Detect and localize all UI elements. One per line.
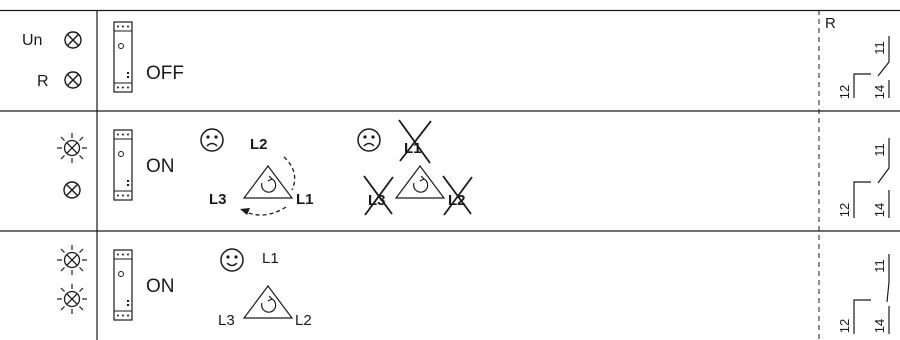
rotation-triangle-icon <box>242 285 294 319</box>
crossed-out-label-icon <box>363 175 394 216</box>
glowing-led-icon <box>57 245 87 275</box>
arrow-head <box>240 208 250 215</box>
happy-face-icon <box>220 248 244 272</box>
crossed-circle-icon <box>63 181 81 199</box>
rotation-arrow <box>283 156 296 191</box>
row-on-wrong-phase: ON L2 L3 L1 <box>57 119 473 216</box>
terminal-11: 11 <box>872 259 887 273</box>
led-un-label: Un <box>22 32 42 49</box>
phase-label-l2: L2 <box>250 136 268 153</box>
rotation-triangle-icon <box>394 165 446 199</box>
glowing-led-icon <box>57 284 87 314</box>
relay-label: R <box>825 15 836 32</box>
glowing-led-icon <box>57 133 87 163</box>
rotation-arrow <box>245 206 287 216</box>
crossed-out-label-icon <box>442 175 473 216</box>
din-rail-relay-icon <box>113 249 133 321</box>
terminal-12: 12 <box>837 203 852 217</box>
din-rail-relay-icon <box>113 129 133 201</box>
sad-face-icon <box>200 128 224 152</box>
rotation-triangle-icon <box>242 165 294 199</box>
phase-sequence-reversed: L2 L3 L1 <box>200 128 314 216</box>
terminal-12: 12 <box>837 85 852 99</box>
phase-label-l3: L3 <box>218 312 235 329</box>
row-off: Un R OFF <box>22 21 184 93</box>
state-label: ON <box>146 156 175 177</box>
relay-contact-symbol: 11 12 14 <box>837 138 890 218</box>
table-grid <box>0 9 900 340</box>
terminal-14: 14 <box>872 203 887 217</box>
phase-label-l2: L2 <box>295 312 312 329</box>
row-on-correct: ON L1 L3 L2 <box>57 245 312 329</box>
state-label: OFF <box>146 63 184 84</box>
sad-face-icon <box>357 128 381 152</box>
crossed-circle-icon <box>64 31 82 49</box>
terminal-14: 14 <box>872 319 887 333</box>
phase-label-l3: L3 <box>209 191 227 208</box>
led-r-label: R <box>37 73 49 90</box>
phase-sequence-loss: L1 L3 L2 <box>357 119 473 216</box>
phase-label-l1: L1 <box>296 191 314 208</box>
relay-contact-symbol: 11 12 14 <box>837 254 890 334</box>
terminal-11: 11 <box>872 41 887 55</box>
terminal-14: 14 <box>872 85 887 99</box>
terminal-12: 12 <box>837 319 852 333</box>
crossed-out-label-icon <box>398 119 432 164</box>
din-rail-relay-icon <box>113 21 133 93</box>
phase-label-l1: L1 <box>262 250 279 267</box>
crossed-circle-icon <box>64 71 82 89</box>
state-label: ON <box>146 276 175 297</box>
relay-contact-column: R 11 12 14 11 12 14 11 12 14 <box>825 15 890 334</box>
relay-contact-symbol: 11 12 14 <box>837 36 890 99</box>
terminal-11: 11 <box>872 143 887 157</box>
phase-sequence-correct: L1 L3 L2 <box>218 248 312 329</box>
